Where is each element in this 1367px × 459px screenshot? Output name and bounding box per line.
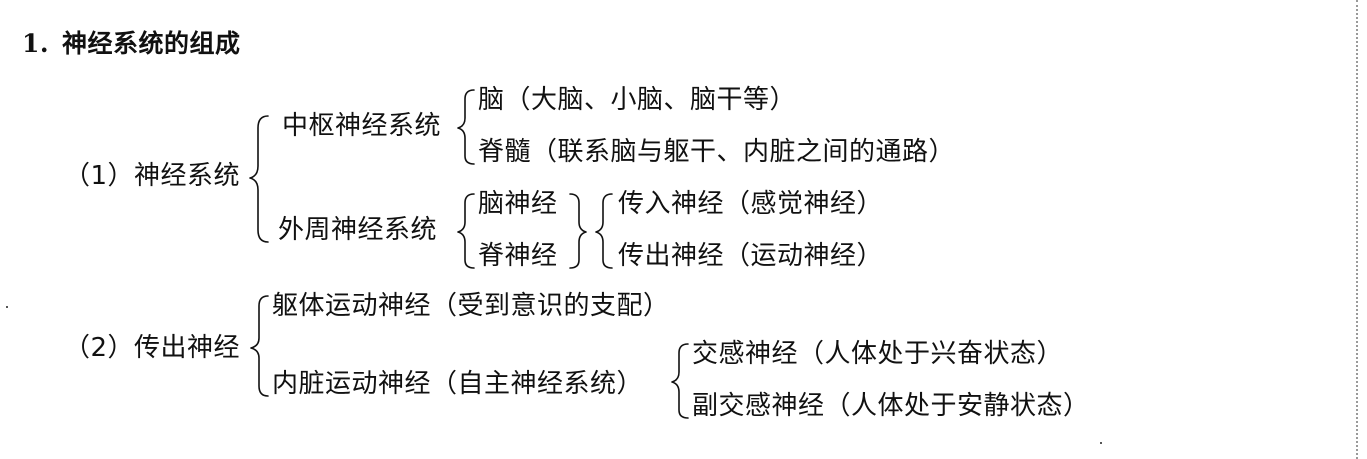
section1-label: （1）神经系统	[64, 161, 241, 191]
brain-item: 脑（大脑、小脑、脑干等）	[478, 85, 797, 115]
sympathetic-nerve-item: 交感神经（人体处于兴奋状态）	[692, 339, 1064, 369]
efferent-nerve-item: 传出神经（运动神经）	[618, 241, 884, 271]
visceral-motor-nerve-label: 内脏运动神经（自主神经系统）	[272, 369, 644, 399]
parasympathetic-nerve-item: 副交感神经（人体处于安静状态）	[692, 391, 1090, 421]
scan-speck	[1100, 442, 1102, 444]
brace-section2	[250, 295, 269, 397]
brace-peripheral	[457, 193, 475, 269]
page-title: 神经系统的组成	[62, 29, 241, 58]
spinal-nerve-item: 脊神经	[478, 241, 558, 271]
brace-afferent-efferent	[595, 193, 613, 269]
peripheral-nervous-system-label: 外周神经系统	[278, 215, 438, 245]
central-nervous-system-label: 中枢神经系统	[282, 111, 442, 141]
spinal-cord-item: 脊髓（联系脑与躯干、内脏之间的通路）	[478, 137, 956, 167]
afferent-nerve-item: 传入神经（感觉神经）	[618, 189, 884, 219]
somatic-motor-nerve-item: 躯体运动神经（受到意识的支配）	[272, 291, 670, 321]
brace-section1	[249, 115, 269, 243]
cranial-nerve-item: 脑神经	[478, 189, 558, 219]
brace-central	[457, 89, 475, 165]
section2-label: （2）传出神经	[64, 333, 241, 363]
brace-visceral	[671, 343, 689, 419]
scan-edge-line	[1356, 0, 1358, 459]
brace-peripheral-right	[569, 193, 587, 269]
scan-speck	[6, 306, 8, 308]
title-number: 1.	[22, 29, 50, 58]
